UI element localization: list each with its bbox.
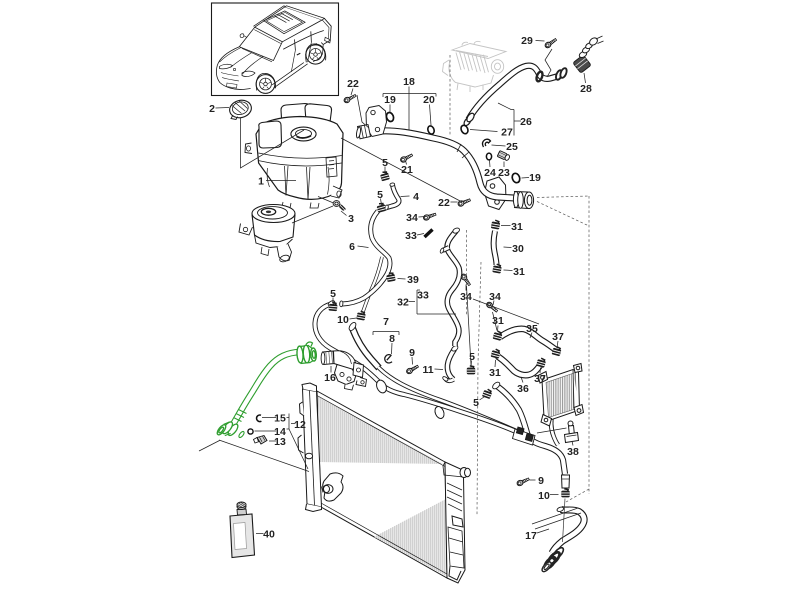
svg-text:28: 28 — [580, 83, 592, 95]
svg-text:16: 16 — [324, 372, 336, 384]
svg-text:10: 10 — [538, 490, 550, 502]
svg-text:11: 11 — [422, 364, 433, 376]
svg-text:39: 39 — [407, 274, 419, 286]
svg-text:36: 36 — [517, 383, 529, 395]
svg-text:20: 20 — [423, 94, 435, 106]
svg-text:14: 14 — [274, 426, 286, 438]
svg-text:15: 15 — [274, 413, 286, 425]
svg-text:35: 35 — [526, 323, 538, 335]
svg-text:34: 34 — [460, 291, 472, 303]
svg-text:26: 26 — [520, 116, 532, 128]
svg-text:5: 5 — [469, 351, 475, 363]
svg-text:33: 33 — [417, 290, 429, 302]
svg-text:1: 1 — [258, 176, 264, 188]
svg-text:5: 5 — [330, 288, 336, 300]
svg-text:6: 6 — [349, 241, 355, 253]
svg-text:22: 22 — [347, 78, 359, 90]
svg-text:34: 34 — [406, 212, 418, 224]
svg-text:17: 17 — [525, 530, 537, 542]
svg-text:40: 40 — [263, 529, 275, 541]
svg-text:13: 13 — [274, 436, 286, 448]
svg-text:9: 9 — [409, 347, 415, 359]
svg-text:31: 31 — [492, 315, 504, 327]
svg-text:18: 18 — [403, 76, 415, 88]
svg-text:29: 29 — [521, 35, 533, 47]
svg-text:19: 19 — [529, 172, 541, 184]
svg-text:30: 30 — [512, 243, 524, 255]
svg-text:5: 5 — [473, 397, 479, 409]
svg-text:24: 24 — [484, 167, 496, 179]
svg-text:21: 21 — [401, 164, 413, 176]
svg-text:37: 37 — [552, 331, 564, 343]
svg-text:38: 38 — [567, 446, 579, 458]
svg-text:22: 22 — [438, 197, 450, 209]
svg-text:37: 37 — [534, 373, 546, 385]
svg-text:3: 3 — [348, 213, 354, 225]
svg-text:27: 27 — [501, 127, 513, 139]
svg-text:34: 34 — [489, 291, 501, 303]
svg-text:31: 31 — [489, 367, 501, 379]
svg-text:10: 10 — [337, 314, 349, 326]
svg-text:9: 9 — [538, 475, 544, 487]
svg-text:23: 23 — [498, 167, 510, 179]
svg-text:32: 32 — [397, 297, 409, 309]
svg-text:31: 31 — [513, 266, 525, 278]
svg-text:12: 12 — [294, 419, 306, 431]
svg-text:8: 8 — [389, 333, 395, 345]
svg-text:31: 31 — [511, 221, 523, 233]
svg-text:2: 2 — [209, 103, 215, 115]
svg-text:19: 19 — [384, 94, 396, 106]
svg-text:5: 5 — [377, 189, 383, 201]
svg-text:33: 33 — [405, 230, 417, 242]
svg-text:25: 25 — [506, 141, 518, 153]
svg-text:4: 4 — [413, 191, 419, 203]
svg-text:5: 5 — [382, 157, 388, 169]
svg-text:7: 7 — [383, 316, 389, 328]
